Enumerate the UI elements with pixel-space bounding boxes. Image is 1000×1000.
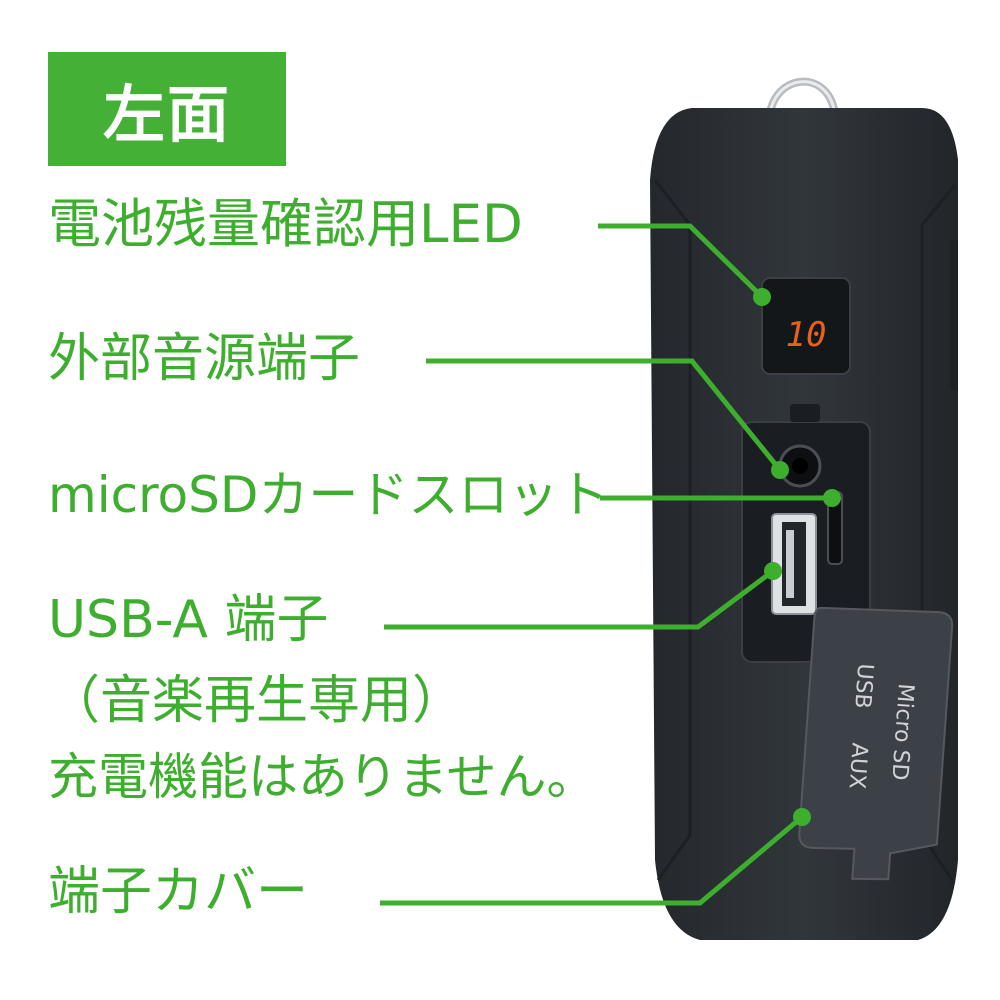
cover-label-aux: AUX bbox=[844, 742, 872, 790]
callout-dot-cover bbox=[793, 808, 811, 826]
callout-dot-led bbox=[753, 288, 771, 306]
battery-led-window bbox=[761, 277, 851, 375]
callout-dot-usb bbox=[764, 562, 782, 580]
callout-line-usb bbox=[384, 568, 775, 630]
terminal-cover: Micro SD USB AUX bbox=[798, 606, 954, 881]
section-title: 左面 bbox=[48, 52, 286, 166]
cover-label-usb: USB bbox=[849, 663, 877, 710]
callout-dot-aux bbox=[771, 461, 789, 479]
usb-port-label: USB-A 端子 bbox=[48, 590, 329, 650]
callout-line-aux bbox=[426, 358, 782, 472]
sd-slot-label: microSDカードスロット bbox=[48, 466, 609, 524]
callout-line-cover bbox=[380, 815, 804, 906]
callout-line-led bbox=[598, 223, 759, 294]
aux-port-label: 外部音源端子 bbox=[48, 329, 361, 389]
callout-dot-sd bbox=[823, 489, 841, 507]
battery-led-label: 電池残量確認用LED bbox=[48, 194, 523, 255]
aux-jack bbox=[778, 444, 822, 488]
led-readout: 10 bbox=[786, 315, 827, 355]
usb-port-warning: 充電機能はありません。 bbox=[48, 748, 597, 806]
usb-port-note: （音楽再生専用） bbox=[48, 671, 465, 731]
terminal-cover-label: 端子カバー bbox=[48, 862, 309, 922]
